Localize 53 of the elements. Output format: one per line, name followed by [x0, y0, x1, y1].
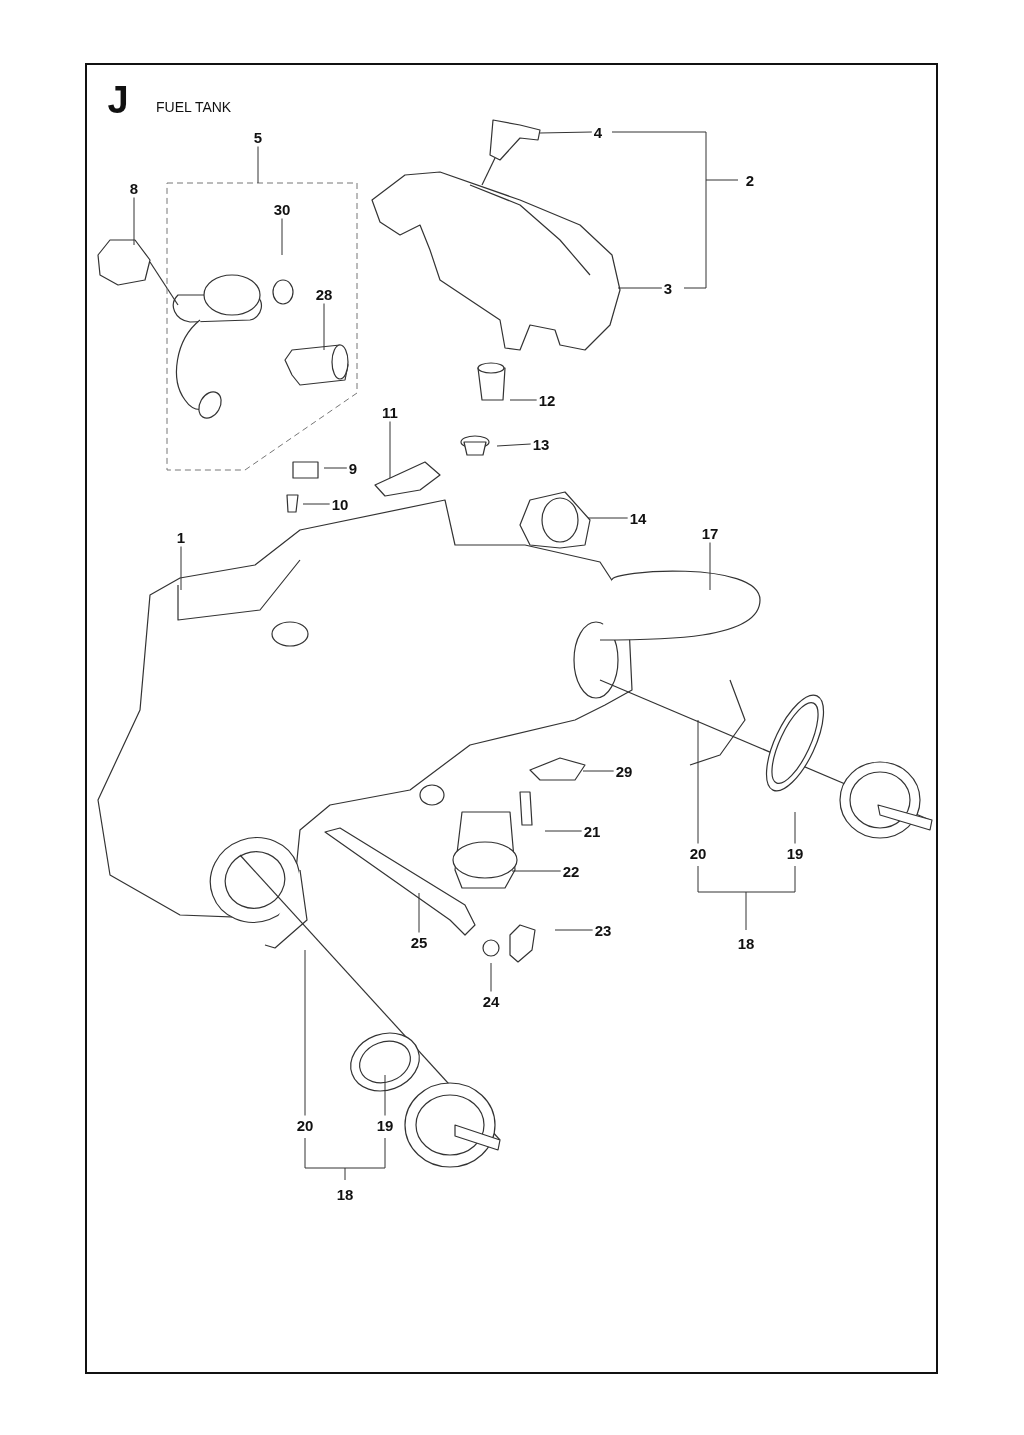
leader-line: [323, 467, 348, 469]
leader-line: [544, 830, 583, 832]
leader-line: [180, 546, 182, 591]
leader-line: [323, 303, 325, 351]
leader-line: [490, 962, 492, 992]
callout-number: 3: [663, 279, 673, 297]
leader-line: [304, 949, 306, 1116]
leader-line: [384, 1074, 386, 1116]
callout-number: 14: [629, 509, 647, 527]
callout-number: 29: [615, 762, 633, 780]
callout-number: 22: [562, 862, 580, 880]
callout-number: 5: [253, 128, 263, 146]
callout-number: 19: [786, 844, 804, 862]
callout-number: 25: [410, 933, 428, 951]
callout-number: 24: [482, 992, 500, 1010]
callout-number: 28: [315, 285, 333, 303]
leader-line: [554, 929, 594, 931]
callout-number: 21: [583, 822, 601, 840]
callout-number: 10: [331, 495, 349, 513]
callout-number: 8: [129, 179, 139, 197]
leader-line: [257, 146, 259, 184]
callout-number: 23: [594, 921, 612, 939]
callout-number: 9: [348, 459, 358, 477]
leader-line: [582, 770, 615, 772]
callout-number: 11: [382, 403, 398, 421]
leader-line: [709, 542, 711, 591]
leader-line: [697, 719, 699, 844]
callout-number: 18: [336, 1185, 354, 1203]
section-letter: J: [107, 80, 129, 120]
leader-line: [539, 131, 593, 134]
diagram-title: FUEL TANK: [156, 99, 232, 115]
callout-number: 13: [532, 435, 550, 453]
callout-number: 30: [273, 200, 291, 218]
leader-line: [587, 517, 629, 519]
leader-line: [418, 892, 420, 933]
leader-line: [496, 443, 532, 447]
callout-number: 2: [745, 171, 755, 189]
leader-line: [511, 870, 562, 872]
callout-number: 19: [376, 1116, 394, 1134]
leader-line: [302, 503, 331, 505]
callout-number: 12: [538, 391, 556, 409]
leader-line: [617, 287, 663, 289]
callout-number: 4: [593, 123, 603, 141]
leader-line: [389, 421, 391, 479]
leader-line: [509, 399, 538, 401]
callout-number: 17: [701, 524, 719, 542]
leader-line: [281, 218, 283, 256]
callout-number: 18: [737, 934, 755, 952]
callout-number: 20: [296, 1116, 314, 1134]
leader-line: [133, 197, 135, 246]
leader-line: [794, 811, 796, 844]
callout-number: 20: [689, 844, 707, 862]
callout-number: 1: [176, 528, 186, 546]
